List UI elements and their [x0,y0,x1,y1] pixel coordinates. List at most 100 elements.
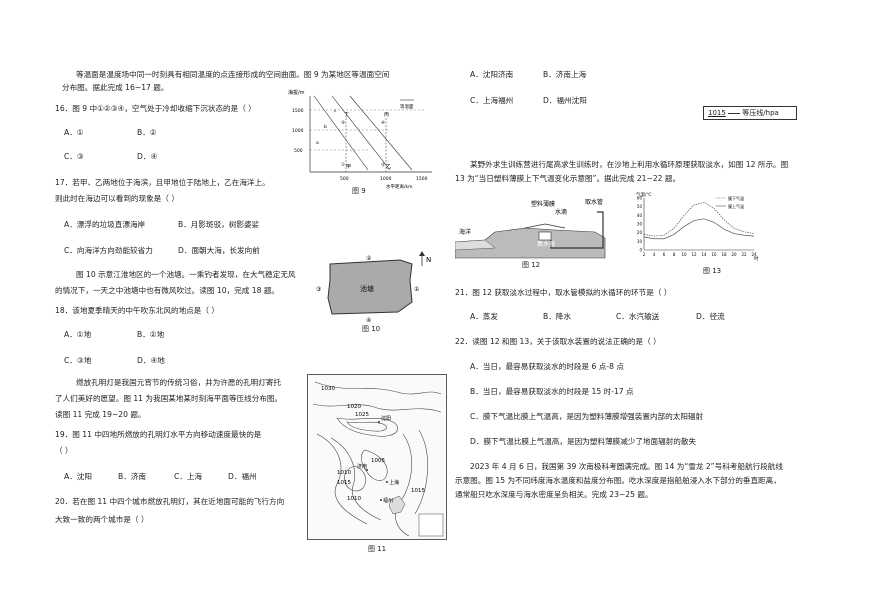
q22-option-c[interactable]: C．膜下气温比膜上气温高，是因为塑料薄膜增强装置内部的太阳辐射 [470,412,704,421]
q19-option-c[interactable]: C．上海 [174,472,203,481]
q20-option-c[interactable]: C．上海福州 [470,96,514,105]
fig13-legend-below: 膜下气温 [728,195,744,201]
fig11-isobar-label: 1020 [347,404,361,410]
q18-option-b[interactable]: B．②地 [137,330,165,339]
q18-option-c[interactable]: C．③地 [64,356,92,365]
fig13-x-tick: 4 [653,252,656,257]
fig13-y-tick: 20 [637,230,643,235]
legend-label: 等压线/hpa [742,109,779,117]
intro-fig10-line1: 图 10 示意江淮地区的一个池塘。一乘钓者发现，在大气稳定无风 [76,270,296,279]
q19-option-d[interactable]: D．福州 [228,472,257,481]
fig13-x-tick: 10 [681,252,687,257]
question-22: 22．读图 12 和图 13，关于该取水装置的说法正确的是（ ） [455,337,661,346]
figure-9-isotherm-diagram: 海拔/m 1500 1000 500 a b c 丁 丙 甲 乙 ③ ④ ① ②… [288,89,432,190]
q21-option-b[interactable]: B．降水 [543,312,571,321]
fig13-y-tick: 0 [639,248,642,253]
fig13-y-tick: 30 [637,222,643,227]
q16-option-a[interactable]: A．① [64,128,84,137]
question-17-line2: 则此时在海边可以看到的现象是（ ） [55,194,179,203]
fig13-y-tick: 40 [637,213,643,218]
question-21: 21．图 12 获取淡水过程中，取水管模拟的水循环的环节是（ ） [455,288,672,297]
fig11-city-label: 福州 [383,497,393,504]
fig10-point-label: ③ [316,286,321,293]
fig11-isobar-label: 1025 [355,412,369,418]
fig13-series-line-1 [643,201,755,237]
figure-13-caption: 图 13 [703,267,722,275]
fig9-isotherm-label: c [334,109,337,114]
question-20-line2: 大致一致的两个城市是（ ） [55,515,149,524]
intro-fig11-line1: 燃放孔明灯是我国元宵节的传统习俗，井为许愿的孔明灯寄托 [76,378,282,387]
question-18: 18．该地夏季晴天的中午吹东北风的地点是（ ） [55,306,219,315]
city-marker-icon [380,499,382,501]
q18-option-d[interactable]: D．④地 [137,356,165,365]
fig9-x-tick: 1000 [380,176,392,182]
fig9-y-tick: 500 [294,148,303,154]
fig13-legend-above: 膜上气温 [728,203,744,209]
question-20-line1: 20．若在图 11 中四个城市燃放孔明灯，其在近地面可能的飞行方向 [55,497,285,506]
q16-option-c[interactable]: C．③ [64,152,84,161]
fig13-y-tick: 60 [637,196,643,201]
q22-option-b[interactable]: B．当日，最容易获取淡水的时段是 15 时-17 点 [470,387,634,396]
fig12-label: 取水管 [585,198,603,206]
fig9-place-label: 甲 [346,164,351,170]
north-arrow-icon [419,251,425,256]
figure-11-caption: 图 11 [368,545,387,553]
q21-option-c[interactable]: C．水汽输送 [616,312,660,321]
fig13-x-tick: 14 [701,252,707,257]
q18-option-a[interactable]: A．①地 [64,330,92,339]
fig13-series-line-2 [643,218,755,240]
q16-option-b[interactable]: B．② [137,128,157,137]
fig10-point-label: ④ [366,317,371,324]
fig13-x-unit: 时 [754,255,759,262]
question-19-paren: （ ） [55,446,73,455]
fig9-point-label: ② [381,162,385,168]
intro-fig14-line1: 2023 年 4 月 6 日，我国第 39 次南极科考圆满完成。图 14 为“雪… [470,462,783,471]
q20-option-d[interactable]: D．福州沈阳 [543,96,587,105]
fig11-city-label: 上海 [389,479,399,486]
fig11-isobar-label: 1010 [347,496,361,502]
fig9-place-label: 丙 [384,112,389,118]
isobar-legend-box: 1015 等压线/hpa [703,106,797,120]
fig9-place-label: 乙 [386,163,391,170]
q17-option-a[interactable]: A．漂浮的垃圾直漂海岸 [64,220,146,229]
fig9-point-label: ① [341,162,345,168]
q20-option-a[interactable]: A．沈阳济南 [470,70,514,79]
fig11-isobar-label: 1010 [337,470,351,476]
q17-option-b[interactable]: B．月影斑驳，树影婆娑 [178,220,260,229]
city-marker-icon [378,421,380,423]
q17-option-c[interactable]: C．向海洋方向劲能较省力 [64,246,153,255]
fig9-x-tick: 500 [340,176,349,182]
q21-option-d[interactable]: D．径流 [696,312,725,321]
q19-option-b[interactable]: B．济南 [118,472,146,481]
fig12-label: 水滴 [555,208,567,216]
fig13-x-tick: 16 [711,252,717,257]
q22-option-a[interactable]: A．当日，最容易获取淡水的时段是 6 点-8 点 [470,362,624,371]
fig9-place-label: 丁 [344,112,349,118]
intro-fig11-line2: 了人们美好的愿望。图 11 为我国某地某时刻海平面等压线分布图。 [55,394,283,403]
q22-option-d[interactable]: D．膜下气温比膜上气温高，是因为塑料薄膜减少了地面辐射的散失 [470,437,697,446]
intro-fig11-line3: 读图 11 完成 19~20 题。 [55,410,146,419]
q21-option-a[interactable]: A．蒸发 [470,312,498,321]
q20-option-b[interactable]: B．济南上海 [543,70,587,79]
fig13-x-tick: 20 [731,252,737,257]
fig10-point-label: ② [366,255,372,262]
fig13-x-tick: 12 [691,252,697,257]
fig12-label: 塑料薄膜 [531,200,555,208]
figure-12-caption: 图 12 [522,261,541,269]
fig9-isotherm-label: a [316,141,319,146]
fig9-isotherm-label: b [324,124,327,130]
fig10-pond-label: 池塘 [360,284,374,293]
fig13-x-tick: 2 [643,252,646,257]
fig9-y-tick: 1500 [292,108,304,114]
fig13-y-tick: 50 [637,204,643,209]
fig12-label: 海洋 [459,228,471,236]
q17-option-d[interactable]: D．面朝大海，长发向前 [178,246,260,255]
fig11-isobar-label: 1030 [321,386,335,392]
fig9-legend: 等温面 [400,103,414,110]
fig9-y-title: 海拔/m [288,89,305,96]
q16-option-d[interactable]: D．④ [137,152,158,161]
fig13-x-tick: 24 [751,252,757,257]
q19-option-a[interactable]: A．沈阳 [64,472,92,481]
figure-11-isobar-map: 1030 1020 1025 1005 1010 1015 1010 1015 … [307,374,447,540]
intro-fig9-line2: 分布图。据此完成 16~17 题。 [62,83,169,92]
